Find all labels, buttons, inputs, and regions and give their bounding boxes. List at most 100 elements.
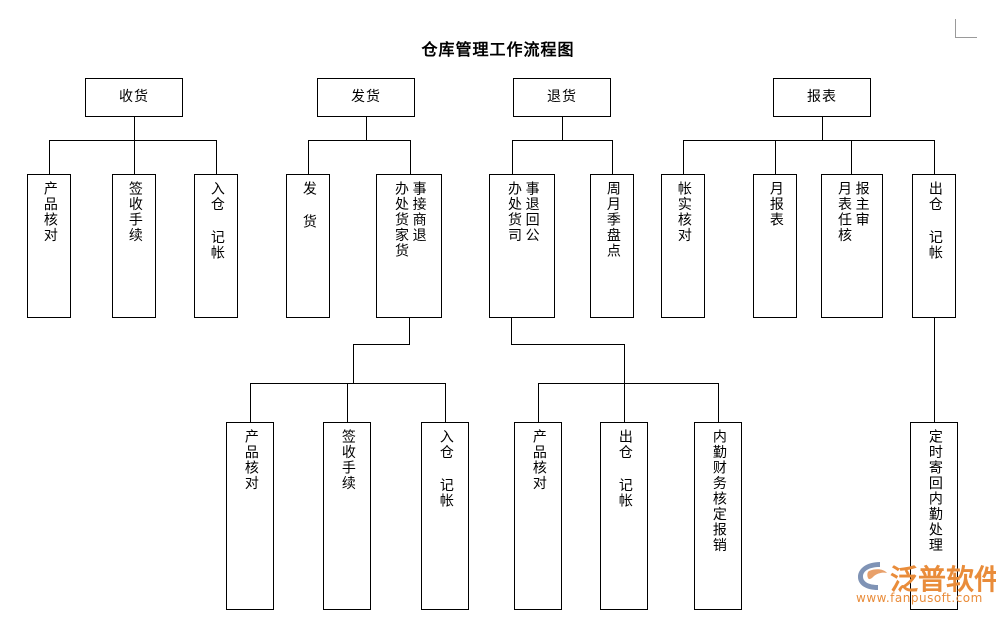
node-vertical-text: 内勤财务核定报销 <box>695 423 741 609</box>
connector-stem-shipping <box>366 117 367 140</box>
node-receiving-child-2[interactable]: 签收手续 <box>112 174 156 318</box>
node-shipping-sub-child-2[interactable]: 签收手续 <box>323 422 371 610</box>
node-shipping-sub-child-1[interactable]: 产品核对 <box>226 422 274 610</box>
node-label-col-left: 办处货司 <box>506 181 522 243</box>
connector-stem-shipping-sub-b <box>353 344 354 383</box>
connector-stem-reports-sub <box>934 318 935 422</box>
node-vertical-text: 入仓 记帐 <box>195 175 237 317</box>
node-label: 发货 <box>351 89 381 106</box>
connector-drop-returns-sub-1 <box>538 383 539 422</box>
connector-drop-returns-sub-2 <box>624 383 625 422</box>
node-label-col-right: 事退回公 <box>523 181 540 243</box>
node-label: 月报表 <box>767 181 784 228</box>
connector-drop-returns-sub-3 <box>718 383 719 422</box>
node-vertical-text: 事退回公 办处货司 <box>490 175 554 317</box>
connector-jog-shipping-sub <box>353 344 410 345</box>
node-reports-child-2[interactable]: 月报表 <box>753 174 797 318</box>
node-vertical-text: 签收手续 <box>324 423 370 609</box>
node-vertical-text: 事接商退 办处货家货 <box>377 175 441 317</box>
connector-drop-reports-2 <box>775 140 776 174</box>
connector-drop-reports-4 <box>934 140 935 174</box>
node-reports-child-3[interactable]: 报主审 月表任核 <box>821 174 883 318</box>
connector-stem-returns <box>562 117 563 140</box>
connector-drop-reports-1 <box>683 140 684 174</box>
connector-stem-receiving <box>134 117 135 140</box>
node-reports-sub-child-1[interactable]: 定时寄回内勤处理 <box>910 422 958 610</box>
connector-bus-shipping <box>308 140 410 141</box>
node-label: 入仓 记帐 <box>437 429 454 509</box>
connector-drop-shipping-2 <box>410 140 411 174</box>
node-shipping-sub-child-3[interactable]: 入仓 记帐 <box>421 422 469 610</box>
connector-stem-reports <box>822 117 823 140</box>
connector-drop-returns-1 <box>512 140 513 174</box>
corner-mark-vertical <box>955 19 956 37</box>
connector-drop-receiving-2 <box>134 140 135 174</box>
node-vertical-text: 周月季盘点 <box>591 175 633 317</box>
page-corner-mark <box>955 19 977 38</box>
node-label-col-right: 事接商退 <box>410 181 427 243</box>
node-vertical-text: 产品核对 <box>28 175 70 317</box>
node-label: 出仓 记帐 <box>616 429 633 509</box>
node-vertical-text: 产品核对 <box>227 423 273 609</box>
node-label: 产品核对 <box>41 181 58 243</box>
connector-stem-shipping-sub-a <box>409 318 410 344</box>
corner-mark-horizontal <box>955 37 977 38</box>
node-vertical-text: 产品核对 <box>515 423 561 609</box>
node-reports-child-1[interactable]: 帐实核对 <box>661 174 705 318</box>
node-returns-sub-child-2[interactable]: 出仓 记帐 <box>600 422 648 610</box>
page-title: 仓库管理工作流程图 <box>421 40 575 59</box>
node-header-receiving[interactable]: 收货 <box>85 78 183 117</box>
node-vertical-text: 出仓 记帐 <box>601 423 647 609</box>
node-label: 帐实核对 <box>675 181 692 243</box>
connector-stem-returns-sub-a <box>511 318 512 344</box>
node-label: 周月季盘点 <box>604 181 621 259</box>
connector-jog-returns-sub <box>511 344 624 345</box>
node-label-col-left: 月表任核 <box>836 181 852 243</box>
connector-bus-reports <box>683 140 934 141</box>
node-returns-sub-child-1[interactable]: 产品核对 <box>514 422 562 610</box>
node-label: 签收手续 <box>126 181 143 243</box>
node-label: 退货 <box>547 89 577 106</box>
watermark-logo: 泛普软件 www.fanpusoft.com <box>856 558 996 614</box>
node-vertical-text: 定时寄回内勤处理 <box>911 423 957 609</box>
node-header-shipping[interactable]: 发货 <box>317 78 415 117</box>
node-returns-child-1[interactable]: 事退回公 办处货司 <box>489 174 555 318</box>
node-returns-sub-child-3[interactable]: 内勤财务核定报销 <box>694 422 742 610</box>
node-vertical-text: 报主审 月表任核 <box>822 175 882 317</box>
node-header-reports[interactable]: 报表 <box>773 78 871 117</box>
node-vertical-text: 出仓 记帐 <box>913 175 955 317</box>
node-label-col-right: 报主审 <box>853 181 870 228</box>
node-label: 报表 <box>807 89 837 106</box>
node-vertical-text: 月报表 <box>754 175 796 317</box>
connector-drop-shipping-1 <box>308 140 309 174</box>
node-label-col-left: 办处货家货 <box>393 181 409 259</box>
node-vertical-text: 签收手续 <box>113 175 155 317</box>
node-label: 出仓 记帐 <box>926 181 943 261</box>
node-receiving-child-3[interactable]: 入仓 记帐 <box>194 174 238 318</box>
node-label: 收货 <box>119 89 149 106</box>
node-vertical-text: 帐实核对 <box>662 175 704 317</box>
connector-stem-returns-sub-b <box>624 344 625 383</box>
node-reports-child-4[interactable]: 出仓 记帐 <box>912 174 956 318</box>
node-returns-child-2[interactable]: 周月季盘点 <box>590 174 634 318</box>
connector-drop-shipping-sub-1 <box>250 383 251 422</box>
node-header-returns[interactable]: 退货 <box>513 78 611 117</box>
node-shipping-child-2[interactable]: 事接商退 办处货家货 <box>376 174 442 318</box>
node-vertical-text: 发 货 <box>287 175 329 317</box>
node-label: 产品核对 <box>530 429 547 491</box>
connector-bus-receiving <box>49 140 216 141</box>
node-label: 发 货 <box>300 181 317 230</box>
connector-drop-reports-3 <box>851 140 852 174</box>
connector-bus-returns-sub <box>538 383 718 384</box>
node-label: 产品核对 <box>242 429 259 491</box>
connector-drop-receiving-3 <box>216 140 217 174</box>
fanpu-logo-icon <box>856 560 890 592</box>
node-shipping-child-1[interactable]: 发 货 <box>286 174 330 318</box>
node-label: 签收手续 <box>339 429 356 491</box>
connector-bus-returns <box>512 140 612 141</box>
node-receiving-child-1[interactable]: 产品核对 <box>27 174 71 318</box>
connector-drop-returns-2 <box>612 140 613 174</box>
node-vertical-text: 入仓 记帐 <box>422 423 468 609</box>
connector-drop-receiving-1 <box>49 140 50 174</box>
